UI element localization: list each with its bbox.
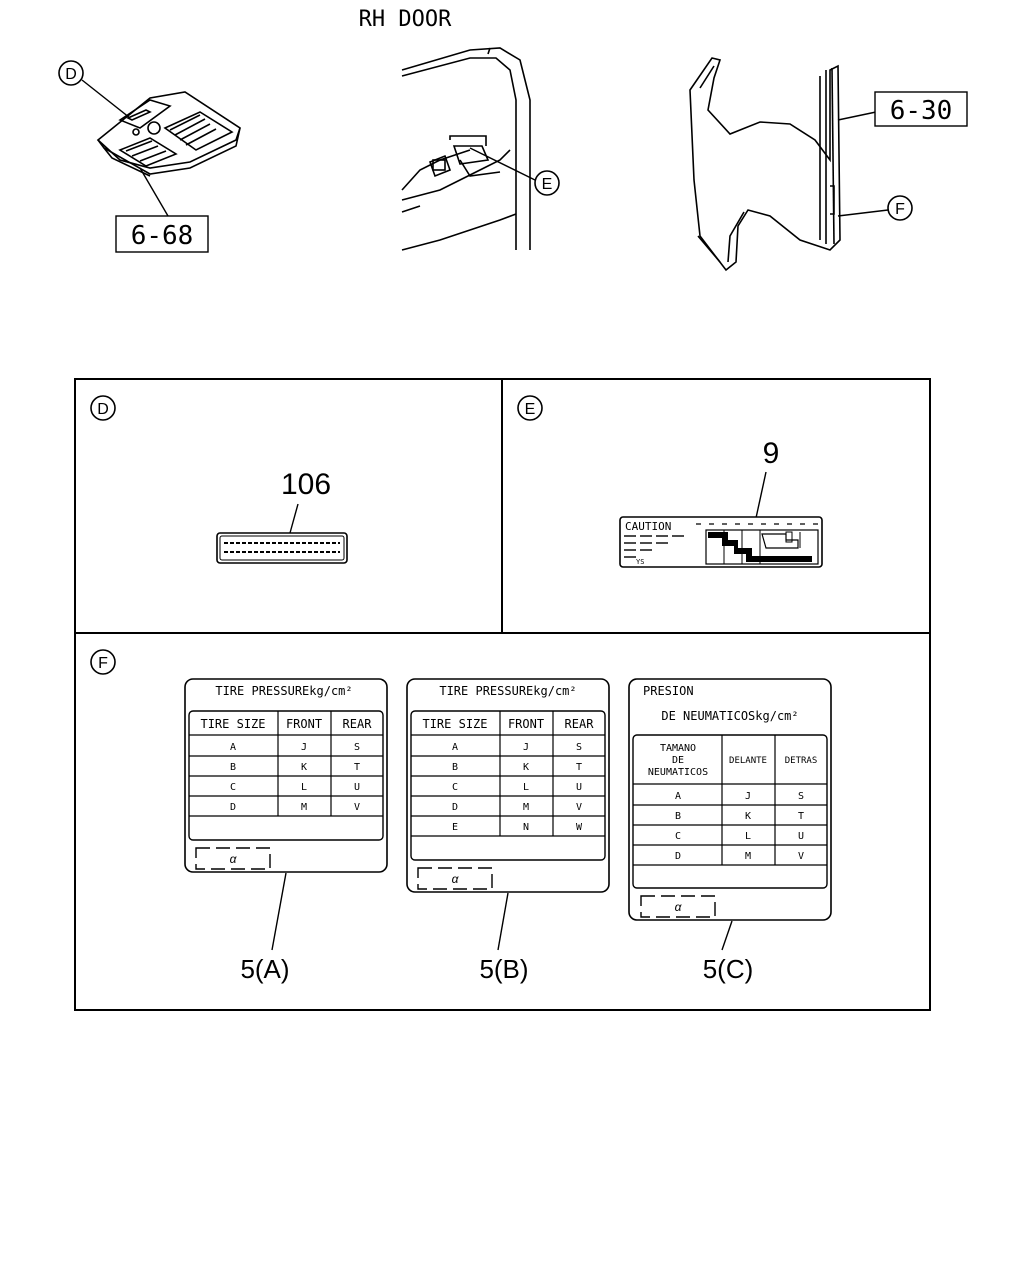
label-a-code: α (230, 852, 238, 866)
caution-heading: CAUTION (625, 520, 671, 533)
ref-6-30: 6-30 (874, 91, 968, 127)
label-a-cell: K (301, 762, 307, 773)
part-number-5b: 5(B) (479, 954, 528, 984)
panel-f: F (90, 649, 116, 675)
tire-pressure-label-c: PRESION DE NEUMATICOSkg/cm² TAMANO DE NE… (628, 678, 832, 984)
label-b-cell: W (576, 822, 583, 833)
label-b-cell: T (576, 762, 582, 773)
label-a-cell: M (301, 802, 307, 813)
label-106-graphic (216, 532, 348, 564)
panel-d-letter: D (97, 401, 109, 418)
label-a-cell: C (230, 782, 236, 793)
ref-6-68-label: 6-68 (131, 221, 194, 251)
door-interior-illustration (401, 47, 531, 251)
callout-d-label: D (65, 66, 77, 83)
label-b-cell: U (576, 782, 582, 793)
label-c-cell: D (675, 851, 681, 862)
caution-small: YS (636, 558, 644, 566)
ref-6-30-label: 6-30 (890, 96, 953, 126)
label-a-header-front: FRONT (286, 717, 322, 731)
label-b-cell: N (523, 822, 529, 833)
label-b-cell: J (523, 742, 529, 753)
label-c-header-front: DELANTE (729, 756, 767, 766)
part-number-5a: 5(A) (240, 954, 289, 984)
label-b-cell: L (523, 782, 529, 793)
label-a-cell: U (354, 782, 360, 793)
label-c-cell: A (675, 791, 681, 802)
overhead-console-illustration (96, 91, 241, 177)
label-b-header-rear: REAR (565, 717, 595, 731)
label-c-title-2: DE NEUMATICOSkg/cm² (661, 709, 798, 723)
label-b-cell: E (452, 822, 458, 833)
label-c-cell: M (745, 851, 751, 862)
label-b-title: TIRE PRESSUREkg/cm² (439, 684, 576, 698)
callout-f-label: F (895, 201, 905, 218)
label-c-header-rear: DETRAS (785, 756, 818, 766)
label-a-title: TIRE PRESSUREkg/cm² (215, 684, 352, 698)
label-b-cell: A (452, 742, 458, 753)
label-a-cell: L (301, 782, 307, 793)
detail-frame (74, 378, 931, 1011)
label-a-cell: J (301, 742, 307, 753)
label-c-cell: S (798, 791, 804, 802)
label-b-cell: M (523, 802, 529, 813)
label-b-cell: K (523, 762, 529, 773)
label-b-code: α (452, 872, 460, 886)
callout-e-label: E (542, 176, 553, 193)
label-b-header-size: TIRE SIZE (422, 717, 487, 731)
label-b-cell: D (452, 802, 458, 813)
label-c-title-1: PRESION (643, 684, 694, 698)
label-a-cell: S (354, 742, 360, 753)
label-b-header-front: FRONT (508, 717, 544, 731)
label-a-cell: V (354, 802, 360, 813)
panel-e-letter: E (525, 401, 536, 418)
label-c-header-1: TAMANO (660, 743, 696, 754)
label-c-cell: L (745, 831, 751, 842)
tire-pressure-label-a: TIRE PRESSUREkg/cm² TIRE SIZE FRONT REAR… (184, 678, 388, 984)
page-title: RH DOOR (359, 7, 452, 32)
label-a-cell: D (230, 802, 236, 813)
label-a-cell: A (230, 742, 236, 753)
label-b-cell: B (452, 762, 458, 773)
label-c-code: α (675, 900, 683, 914)
callout-e: E (469, 147, 560, 196)
panel-d: D 106 (90, 395, 348, 564)
label-c-cell: B (675, 811, 681, 822)
ref-6-68: 6-68 (115, 167, 209, 253)
label-a-header-size: TIRE SIZE (200, 717, 265, 731)
label-b-cell: S (576, 742, 582, 753)
label-b-cell: V (576, 802, 582, 813)
part-number-5c: 5(C) (703, 954, 754, 984)
part-number-9: 9 (763, 437, 780, 470)
label-c-cell: C (675, 831, 681, 842)
label-a-cell: B (230, 762, 236, 773)
label-c-header-3: NEUMATICOS (648, 767, 708, 778)
panel-f-letter: F (98, 655, 108, 672)
label-c-cell: K (745, 811, 751, 822)
callout-d: D (58, 60, 131, 119)
door-panel-illustration (689, 57, 877, 272)
label-a-cell: T (354, 762, 360, 773)
label-c-cell: J (745, 791, 751, 802)
label-b-cell: C (452, 782, 458, 793)
label-c-cell: U (798, 831, 804, 842)
label-9-graphic: CAUTION YS (619, 516, 823, 568)
callout-f: F (837, 195, 913, 221)
label-a-header-rear: REAR (343, 717, 373, 731)
label-c-header-2: DE (672, 755, 684, 766)
part-number-106: 106 (281, 468, 331, 501)
label-c-cell: T (798, 811, 804, 822)
panel-e: E 9 CAUTION YS (517, 395, 823, 568)
tire-pressure-label-b: TIRE PRESSUREkg/cm² TIRE SIZE FRONT REAR… (406, 678, 610, 984)
label-c-cell: V (798, 851, 804, 862)
